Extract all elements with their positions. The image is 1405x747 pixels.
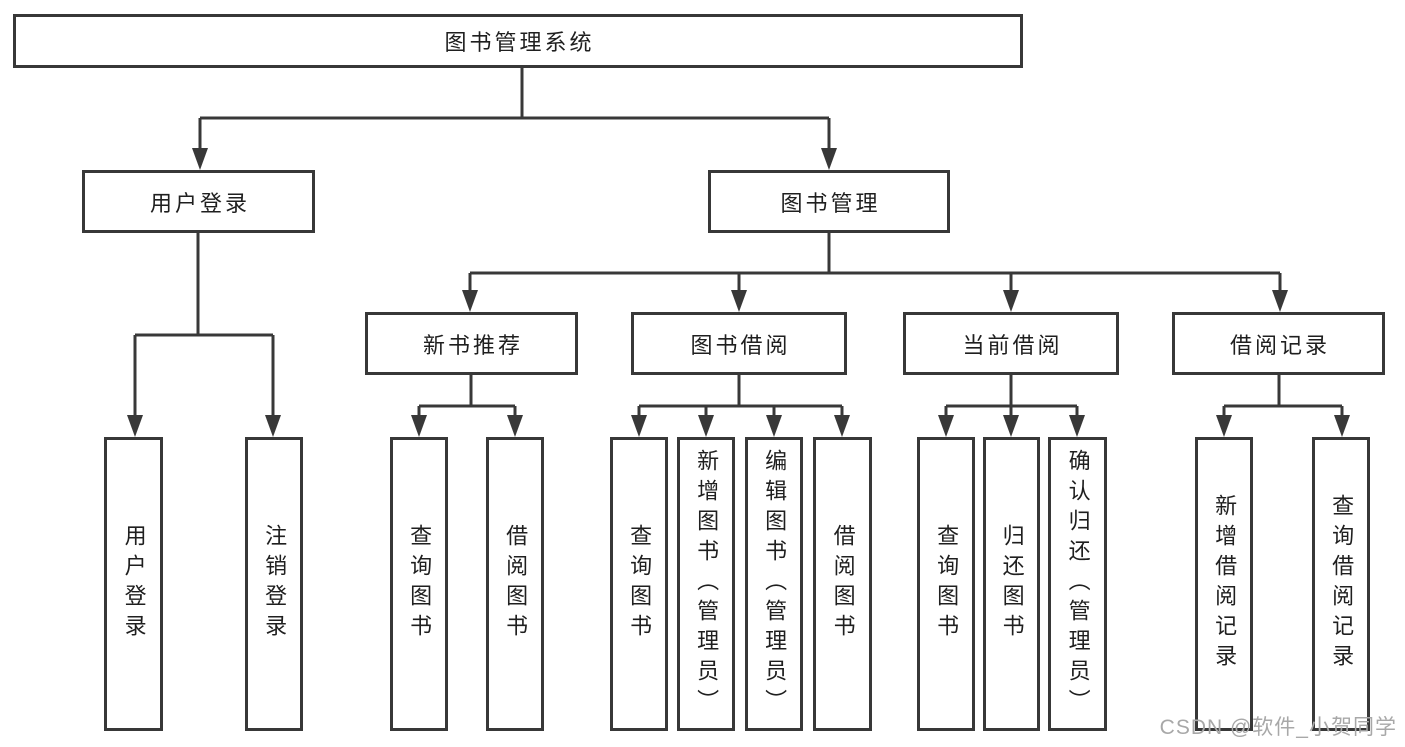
leaf-add-book-admin: 新增图书（管理员） [677, 437, 735, 731]
node-root-label: 图书管理系统 [444, 30, 595, 55]
node-book-borrowing-label: 图书借阅 [690, 332, 791, 358]
arrow-down-icon [1069, 415, 1085, 437]
arrow-down-icon [1003, 290, 1019, 312]
leaf-user-login: 用户登录 [104, 437, 163, 731]
arrow-down-icon [766, 415, 782, 437]
leaf-query-books-recommend-label: 查询图书 [407, 524, 433, 644]
arrow-down-icon [938, 415, 954, 437]
node-book-management-label: 图书管理 [780, 190, 881, 216]
connector-path [133, 66, 1344, 419]
leaf-borrow-books-recommend: 借阅图书 [486, 437, 544, 731]
arrow-down-icon [127, 415, 143, 437]
leaf-query-borrow-record: 查询借阅记录 [1312, 437, 1370, 731]
leaf-query-books-current-label: 查询图书 [934, 524, 960, 644]
node-user-login-label: 用户登录 [149, 190, 250, 216]
leaf-confirm-return-admin-label: 确认归还（管理员） [1065, 449, 1091, 719]
node-book-management: 图书管理 [708, 170, 950, 233]
node-borrowing-records: 借阅记录 [1172, 312, 1385, 375]
leaf-query-borrow-record-label: 查询借阅记录 [1329, 494, 1355, 674]
leaf-edit-book-admin-label: 编辑图书（管理员） [762, 449, 788, 719]
leaf-return-books: 归还图书 [983, 437, 1040, 731]
arrow-down-icon [1334, 415, 1350, 437]
node-current-borrowing: 当前借阅 [903, 312, 1119, 375]
arrow-down-icon [698, 415, 714, 437]
arrow-down-icon [265, 415, 281, 437]
arrow-down-icon [192, 148, 208, 170]
leaf-logout: 注销登录 [245, 437, 303, 731]
leaf-borrow-books-recommend-label: 借阅图书 [503, 524, 529, 644]
watermark: CSDN @软件_小贺同学 [1159, 716, 1397, 739]
arrow-down-icon [1216, 415, 1232, 437]
leaf-borrow-books-borrowing-label: 借阅图书 [830, 524, 856, 644]
node-root: 图书管理系统 [13, 14, 1023, 68]
arrow-down-icon [834, 415, 850, 437]
leaf-add-book-admin-label: 新增图书（管理员） [694, 449, 720, 719]
arrow-down-icon [411, 415, 427, 437]
node-borrowing-records-label: 借阅记录 [1229, 332, 1330, 358]
arrow-down-icon [731, 290, 747, 312]
arrow-down-icon [1272, 290, 1288, 312]
leaf-return-books-label: 归还图书 [999, 524, 1025, 644]
node-new-book-recommend-label: 新书推荐 [422, 332, 523, 358]
node-current-borrowing-label: 当前借阅 [962, 332, 1063, 358]
leaf-add-borrow-record: 新增借阅记录 [1195, 437, 1253, 731]
node-user-login: 用户登录 [82, 170, 315, 233]
arrow-down-icon [462, 290, 478, 312]
arrow-down-icon [507, 415, 523, 437]
leaf-logout-label: 注销登录 [262, 524, 288, 644]
leaf-query-books-recommend: 查询图书 [390, 437, 448, 731]
arrow-down-icon [1003, 415, 1019, 437]
node-book-borrowing: 图书借阅 [631, 312, 847, 375]
arrowheads [127, 148, 1350, 437]
arrow-down-icon [631, 415, 647, 437]
leaf-add-borrow-record-label: 新增借阅记录 [1212, 494, 1238, 674]
leaf-confirm-return-admin: 确认归还（管理员） [1048, 437, 1107, 731]
leaf-edit-book-admin: 编辑图书（管理员） [745, 437, 803, 731]
leaf-borrow-books-borrowing: 借阅图书 [813, 437, 872, 731]
leaf-user-login-label: 用户登录 [121, 524, 147, 644]
leaf-query-books-current: 查询图书 [917, 437, 975, 731]
arrow-down-icon [821, 148, 837, 170]
leaf-query-books-borrowing: 查询图书 [610, 437, 668, 731]
node-new-book-recommend: 新书推荐 [365, 312, 578, 375]
leaf-query-books-borrowing-label: 查询图书 [627, 524, 653, 644]
